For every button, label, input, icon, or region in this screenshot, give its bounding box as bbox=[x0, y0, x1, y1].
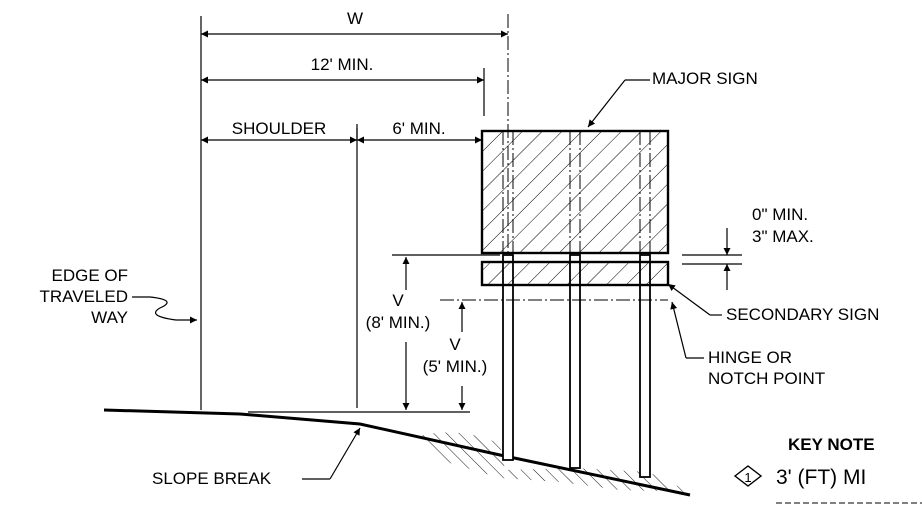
slope-break-leader-arrow bbox=[329, 427, 361, 480]
min12-label: 12' MIN. bbox=[311, 55, 374, 74]
v1-label: V bbox=[392, 291, 404, 310]
post-left bbox=[502, 254, 514, 461]
edge-of-way-line2: TRAVELED bbox=[40, 287, 129, 306]
secondary-sign-label: SECONDARY SIGN bbox=[726, 305, 879, 324]
edge-of-way-line3: WAY bbox=[91, 308, 128, 327]
clearance-min-label: 0" MIN. bbox=[752, 205, 808, 224]
soil-hatch-area bbox=[418, 432, 690, 492]
slope-break-label: SLOPE BREAK bbox=[152, 469, 272, 488]
post-right bbox=[639, 254, 651, 478]
post-middle bbox=[569, 254, 581, 469]
key-note-title: KEY NOTE bbox=[788, 435, 875, 454]
hinge-leader-arrow bbox=[670, 301, 687, 359]
secondary-sign-leader-arrow bbox=[667, 283, 711, 316]
hinge-label-line2: NOTCH POINT bbox=[708, 369, 825, 388]
v2-sub-label: (5' MIN.) bbox=[423, 357, 488, 376]
key-note-number: 1 bbox=[744, 470, 751, 485]
major-sign-label: MAJOR SIGN bbox=[652, 69, 758, 88]
edge-of-way-line1: EDGE OF bbox=[51, 266, 128, 285]
major-sign-hidden-posts bbox=[502, 131, 651, 253]
hinge-label-line1: HINGE OR bbox=[708, 348, 792, 367]
secondary-sign-panel bbox=[480, 260, 670, 287]
shoulder-label: SHOULDER bbox=[232, 119, 326, 138]
clearance-max-label: 3" MAX. bbox=[752, 227, 814, 246]
min6-label: 6' MIN. bbox=[392, 119, 445, 138]
w-label: W bbox=[347, 9, 363, 28]
key-note-text: 3' (FT) MI bbox=[776, 466, 866, 489]
sign-posts bbox=[502, 254, 651, 478]
edge-of-way-leader bbox=[132, 296, 197, 324]
v1-sub-label: (8' MIN.) bbox=[366, 313, 431, 332]
ground-line bbox=[103, 408, 691, 497]
key-note-diamond-icon: 1 bbox=[733, 465, 763, 487]
major-sign-leader-arrow bbox=[587, 79, 626, 128]
v2-label: V bbox=[449, 335, 461, 354]
